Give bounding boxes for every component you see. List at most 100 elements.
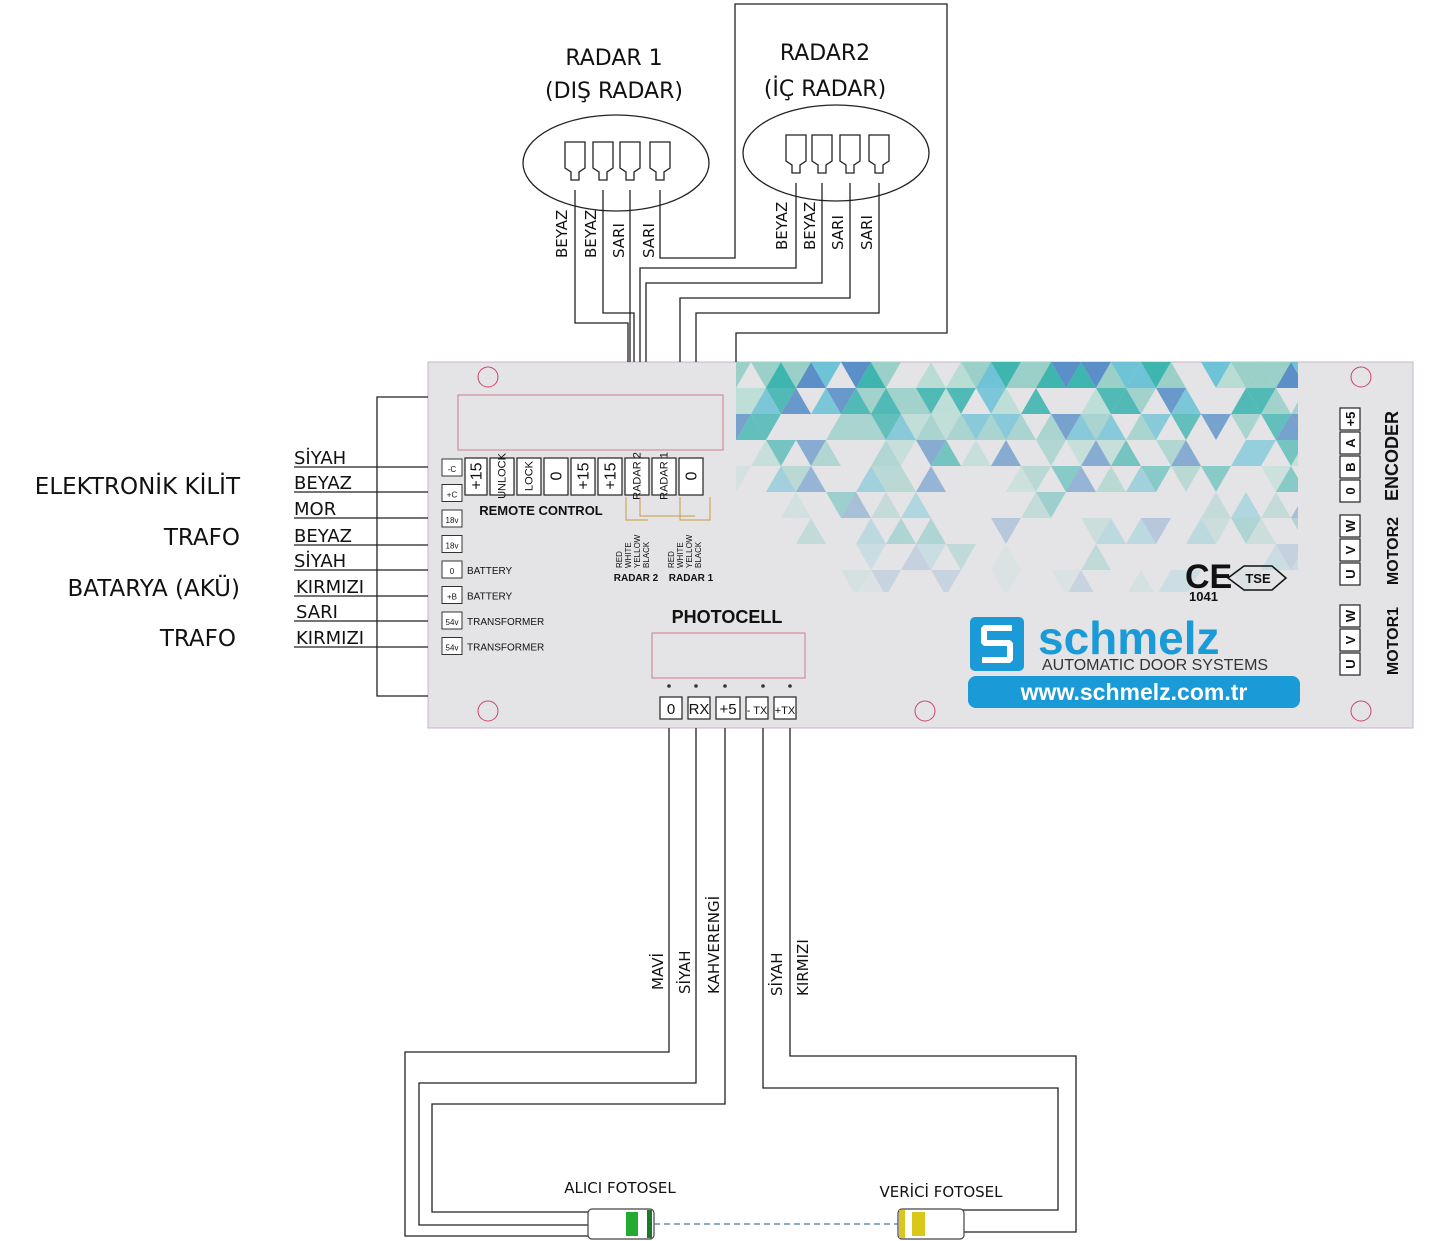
radar2-connectors	[785, 134, 890, 174]
pattern-triangle	[871, 388, 901, 414]
pattern-triangle	[976, 414, 1006, 440]
radar-plug-4	[868, 134, 890, 174]
r1-wire-label-3: SARI	[610, 223, 628, 258]
radar-plug-4	[649, 141, 671, 181]
left-terminal-text: BATTERY	[467, 566, 513, 577]
pattern-triangle	[1051, 414, 1081, 440]
pattern-triangle	[811, 388, 841, 414]
radar2: RADAR2 (İÇ RADAR)	[742, 41, 930, 202]
left-terminal-text: TRANSFORMER	[467, 617, 544, 628]
pattern-triangle	[858, 570, 884, 592]
legend-color: BLACK	[694, 541, 703, 568]
pattern-triangle	[1276, 466, 1298, 492]
pattern-triangle	[1171, 570, 1201, 592]
pattern-triangle	[1171, 414, 1201, 440]
photocell-terminal-box	[659, 696, 683, 720]
right-terminal-label: W	[1343, 609, 1358, 622]
pattern-triangle	[1081, 440, 1111, 466]
tse-icon	[1226, 565, 1288, 591]
remote-terminal-label: 0	[683, 471, 700, 480]
pattern-triangle	[916, 440, 946, 466]
pattern-triangle	[751, 388, 781, 414]
brand-tagline: AUTOMATIC DOOR SYSTEMS	[1042, 657, 1268, 674]
pattern-triangle	[1051, 466, 1081, 492]
pattern-triangle	[991, 570, 1021, 592]
remote-terminal-box	[678, 457, 704, 496]
pattern-triangle	[1036, 440, 1066, 466]
pattern-triangle	[1141, 414, 1171, 440]
pattern-triangle	[796, 440, 826, 466]
pattern-triangle	[886, 414, 916, 440]
pattern-triangle	[961, 440, 991, 466]
radar-plug-2	[811, 134, 833, 174]
pattern-triangle	[1291, 414, 1298, 427]
remote-terminal-box	[516, 457, 542, 496]
left-terminal-code: +C	[447, 491, 458, 500]
pattern-triangle	[931, 570, 961, 592]
tse-mark: TSE	[1245, 571, 1271, 586]
ce-number: 1041	[1189, 589, 1218, 604]
pattern-triangle	[1021, 362, 1051, 388]
remote-terminal-box	[489, 457, 515, 496]
remote-terminal-box	[464, 457, 488, 496]
pattern-triangle	[1171, 388, 1201, 414]
left-wire-color-label: KIRMIZI	[296, 577, 364, 598]
legend-color: RED	[615, 551, 624, 568]
pattern-triangle	[796, 518, 826, 544]
left-wire-color-label: SİYAH	[294, 551, 346, 572]
pattern-triangle	[1068, 570, 1094, 592]
pc-wire-label-kirmizi: KIRMIZI	[794, 939, 812, 996]
left-wire-color-label: BEYAZ	[294, 526, 352, 547]
right-terminal-label: B	[1343, 462, 1358, 471]
left-terminal-code: +B	[447, 593, 457, 602]
pattern-triangle	[1276, 362, 1298, 388]
right-group-name: ENCODER	[1382, 411, 1402, 501]
right-terminal-box	[1339, 538, 1361, 562]
legend-color: BLACK	[642, 541, 651, 568]
pattern-triangle	[886, 518, 916, 544]
photocell-terminal-box	[745, 696, 769, 720]
legend-color: RED	[667, 551, 676, 568]
pattern-triangle	[1276, 544, 1298, 570]
pattern-triangle	[1051, 362, 1081, 388]
pattern-triangle	[781, 362, 811, 388]
left-terminal-code: 18v	[446, 542, 459, 551]
pattern-triangle	[991, 414, 1021, 440]
left-terminal-code: 18v	[446, 516, 459, 525]
pattern-triangle	[1081, 362, 1111, 388]
radar-plug-3	[619, 141, 641, 181]
pattern-triangle	[1201, 362, 1231, 388]
pattern-triangle	[1156, 362, 1186, 388]
r1-wire-label-1: BEYAZ	[553, 210, 571, 258]
pattern-triangle	[1081, 388, 1111, 414]
photocell-area-outline	[651, 632, 806, 679]
left-terminal-box	[441, 535, 463, 553]
right-group-name: MOTOR1	[1385, 607, 1402, 675]
left-wire-color-label: BEYAZ	[294, 473, 352, 494]
pattern-triangle	[1261, 362, 1291, 388]
pattern-triangle	[886, 388, 916, 414]
pattern-triangle	[1291, 453, 1298, 466]
pattern-triangle	[841, 362, 871, 388]
r2-wire-label-4: SARI	[858, 215, 876, 250]
pattern-triangle	[1201, 414, 1231, 440]
pattern-triangle	[1111, 388, 1141, 414]
left-terminal-text: BATTERY	[467, 592, 513, 603]
left-terminal-code: 54v	[446, 644, 459, 653]
label-trafo-18v: TRAFO	[163, 525, 240, 551]
legend-label: RADAR 2	[614, 573, 659, 584]
label-trafo-54v: TRAFO	[159, 626, 236, 652]
pattern-triangle	[1036, 492, 1066, 518]
pattern-triangle	[841, 388, 871, 414]
pattern-triangle	[976, 388, 1006, 414]
pattern-triangle	[751, 414, 781, 440]
pattern-triangle	[796, 362, 826, 388]
pattern-triangle	[1096, 518, 1126, 544]
pattern-triangle	[901, 388, 931, 414]
right-terminal-label: 0	[1343, 487, 1358, 494]
remote-terminal-label: +15	[575, 462, 592, 489]
photocell-terminal-label: 0	[667, 701, 675, 718]
pattern-triangle	[1081, 518, 1111, 544]
